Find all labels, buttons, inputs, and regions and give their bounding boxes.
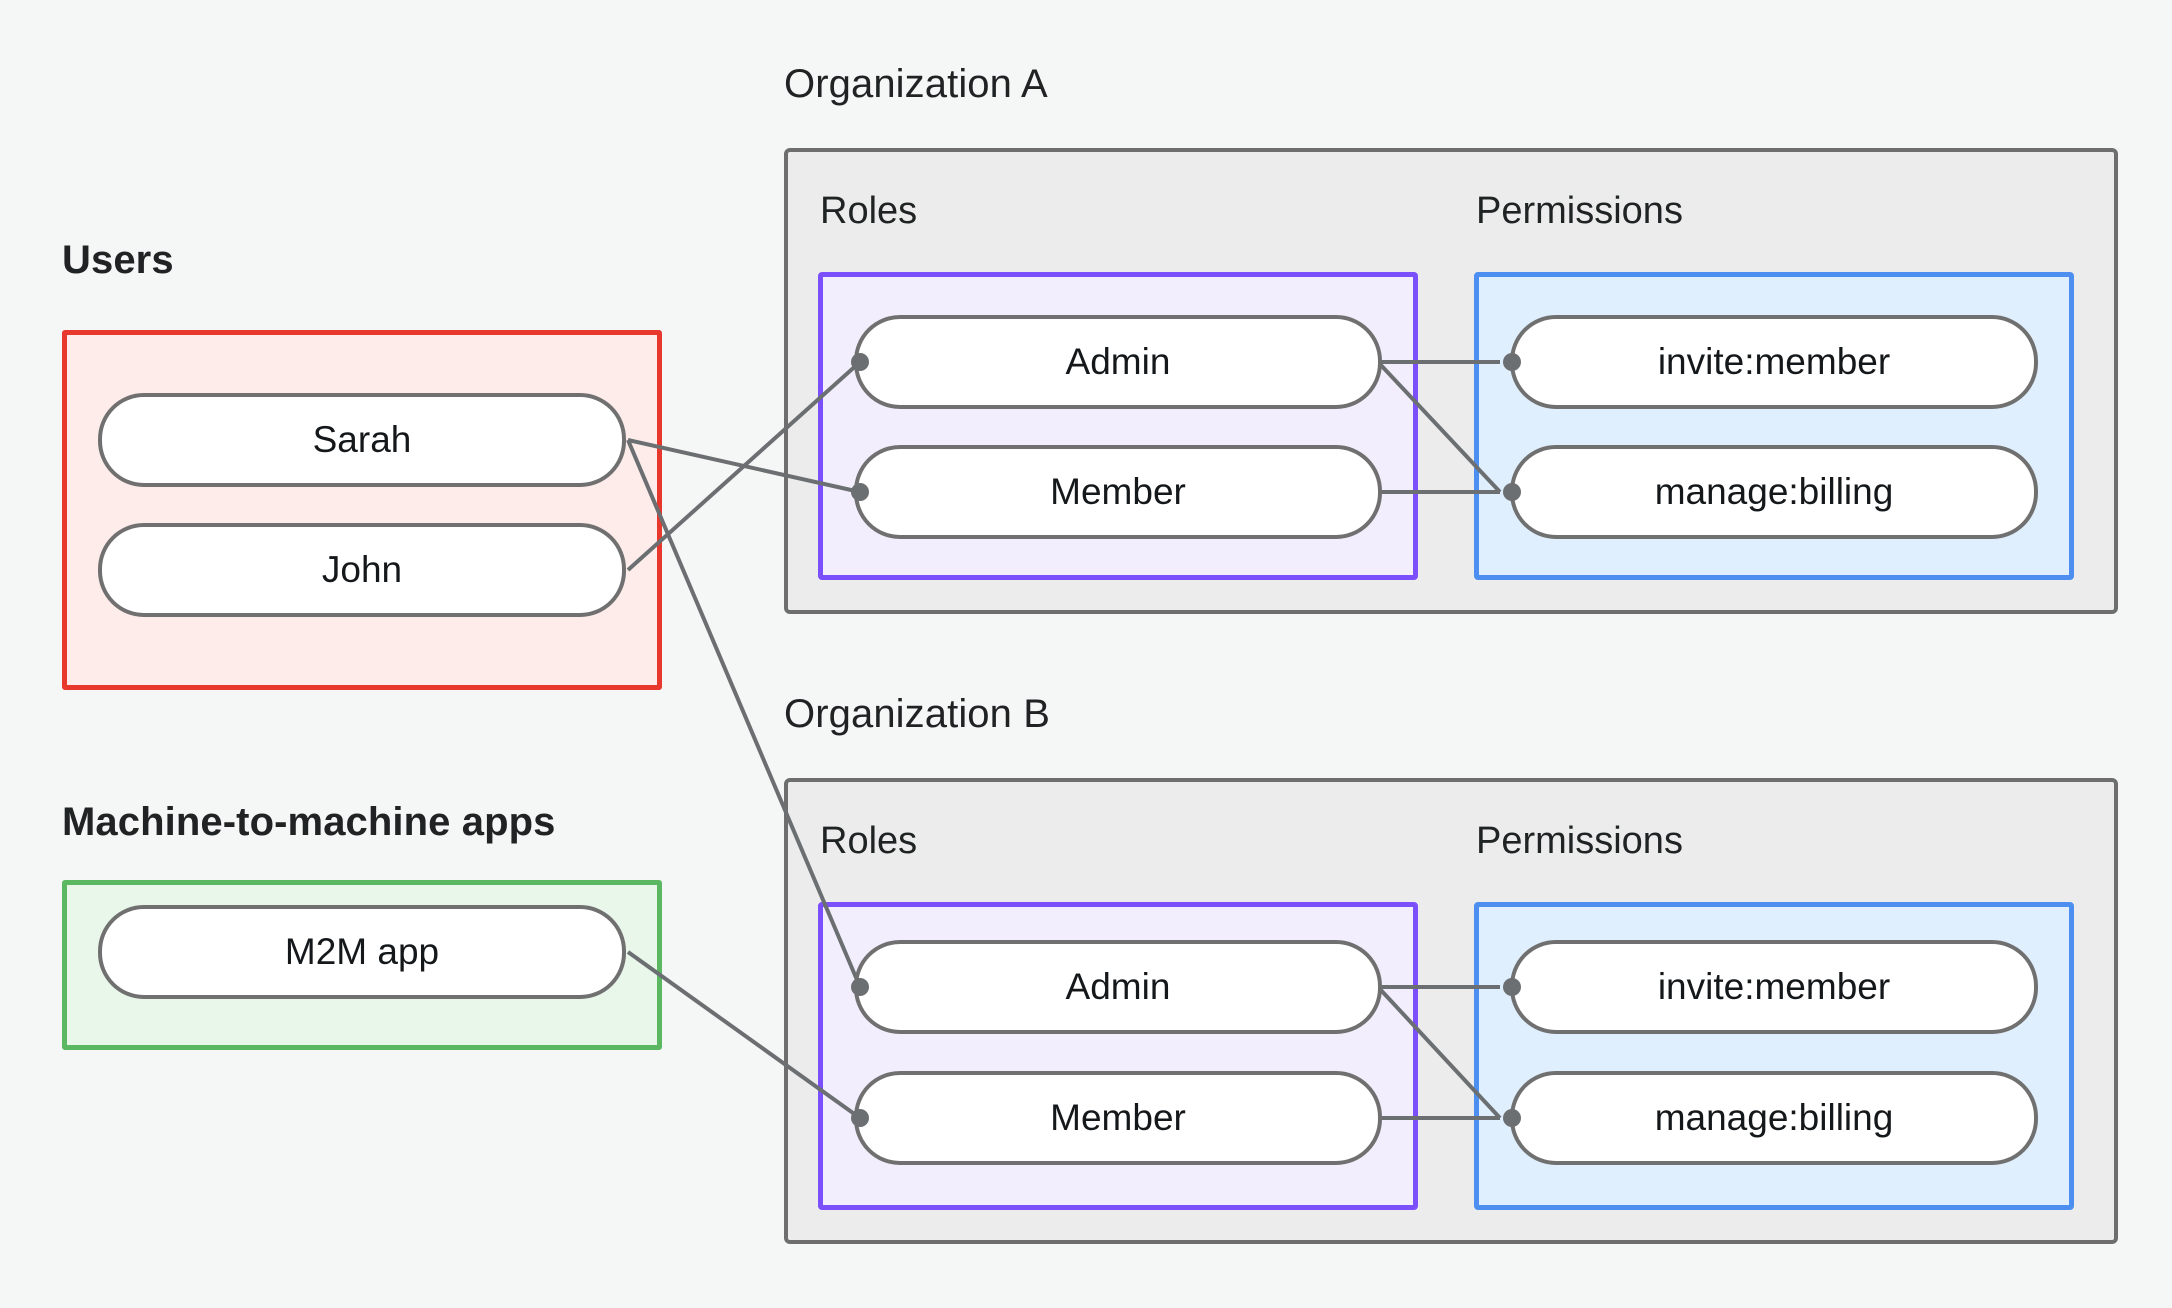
m2m-group-title: Machine-to-machine apps: [62, 800, 556, 844]
users-group-title: Users: [62, 238, 174, 282]
dot-org-b-role-member-in: [851, 1109, 869, 1127]
node-user-john[interactable]: John: [98, 523, 626, 617]
org-a-perm-manage-billing[interactable]: manage:billing: [1510, 445, 2038, 539]
dot-org-b-perm-invite-in: [1503, 978, 1521, 996]
dot-org-b-role-admin-in: [851, 978, 869, 996]
org-b-title: Organization B: [784, 692, 1050, 736]
dot-org-a-role-admin-in: [851, 353, 869, 371]
org-b-roles-label: Roles: [820, 820, 918, 862]
dot-org-a-perm-invite-in: [1503, 353, 1521, 371]
org-b-role-admin[interactable]: Admin: [854, 940, 1382, 1034]
node-user-sarah[interactable]: Sarah: [98, 393, 626, 487]
org-a-title: Organization A: [784, 62, 1048, 106]
org-a-perm-invite-member[interactable]: invite:member: [1510, 315, 2038, 409]
org-a-role-member[interactable]: Member: [854, 445, 1382, 539]
dot-org-a-role-member-in: [851, 483, 869, 501]
org-a-roles-label: Roles: [820, 190, 918, 232]
users-container: [62, 330, 662, 690]
org-b-perm-manage-billing[interactable]: manage:billing: [1510, 1071, 2038, 1165]
org-a-role-admin[interactable]: Admin: [854, 315, 1382, 409]
dot-org-b-perm-billing-in: [1503, 1109, 1521, 1127]
org-b-role-member[interactable]: Member: [854, 1071, 1382, 1165]
org-a-permissions-label: Permissions: [1476, 190, 1683, 232]
node-m2m-app[interactable]: M2M app: [98, 905, 626, 999]
dot-org-a-perm-billing-in: [1503, 483, 1521, 501]
org-b-permissions-label: Permissions: [1476, 820, 1683, 862]
org-b-perm-invite-member[interactable]: invite:member: [1510, 940, 2038, 1034]
